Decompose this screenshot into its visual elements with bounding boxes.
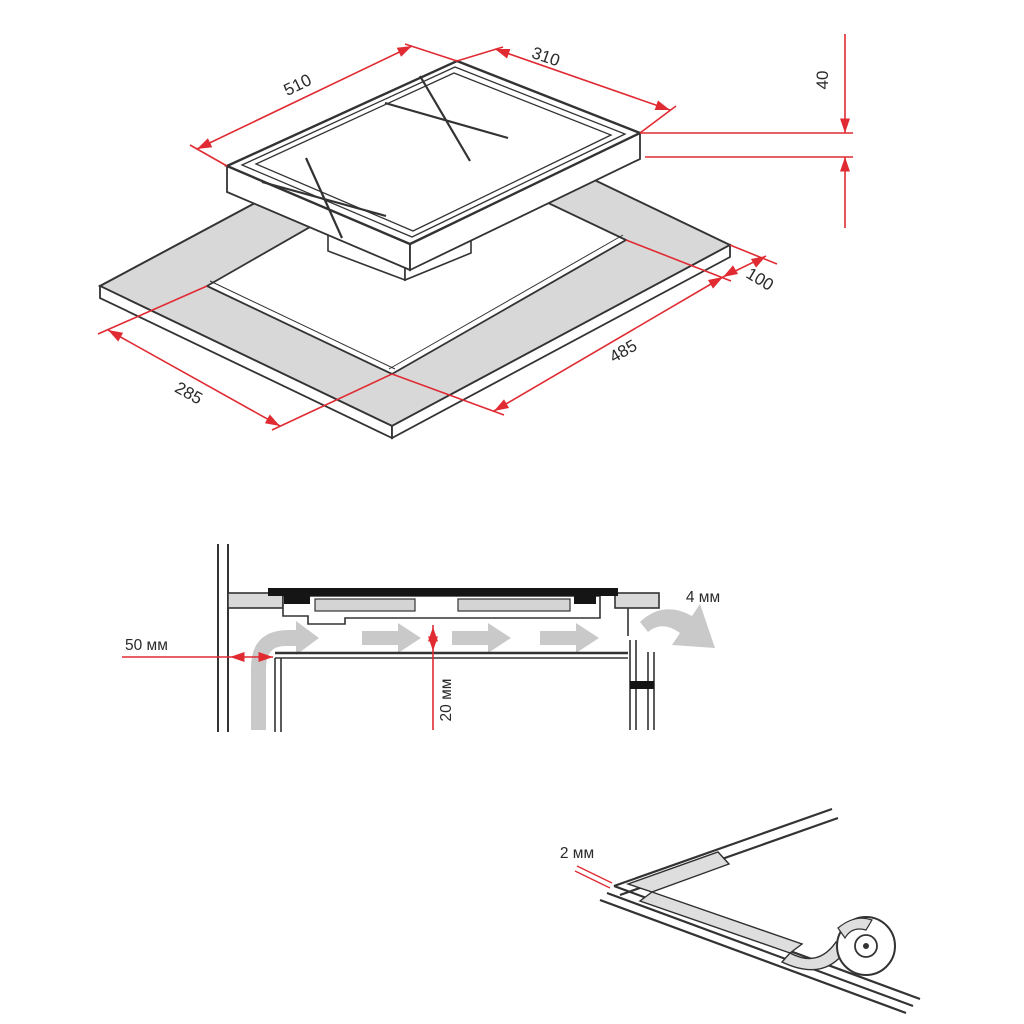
isometric-installation-view: 510 310 40 285 485: [97, 34, 853, 440]
dim-label-100: 100: [743, 264, 777, 295]
dim-label-485: 485: [606, 336, 640, 367]
airflow-arrow: [540, 623, 599, 653]
burner-cross-left: [261, 157, 387, 239]
dimension-40: 40: [640, 34, 853, 228]
airflow-bent-arrow: [251, 621, 319, 730]
arrowhead: [840, 157, 850, 172]
panel-bracket: [630, 681, 654, 689]
arrowhead: [105, 325, 124, 342]
seal-tape-upper-leg: [625, 851, 731, 893]
arrowhead: [720, 265, 739, 282]
label-bottom-clearance: 20 мм: [438, 679, 455, 722]
burner-box-left: [314, 598, 416, 612]
label-rear-gap: 4 мм: [686, 589, 720, 606]
arrowhead: [428, 636, 438, 651]
airflow-arrow: [362, 623, 421, 653]
tape-roll: [836, 916, 896, 976]
tape-roll-nose: [837, 917, 873, 940]
arrowhead: [493, 44, 511, 59]
hob-clamp-right: [574, 596, 596, 604]
tape-roll-core: [854, 934, 878, 958]
label-wall-clearance: 50 мм: [125, 637, 168, 654]
label-seal-thickness: 2 мм: [560, 845, 594, 862]
arrowhead: [230, 652, 245, 662]
section-clearance-view: 50 мм 20 мм 4 мм: [122, 544, 720, 732]
burner-cross-right: [384, 75, 509, 162]
tape-roll-center: [863, 943, 869, 949]
burner-box-right: [457, 598, 571, 612]
hob-rim-outer: [240, 66, 627, 238]
air-exit-arrow: [640, 604, 715, 648]
dim-label-310: 310: [529, 43, 562, 70]
dimension-485: 485: [391, 239, 732, 416]
dimension-50mm: 50 мм: [122, 637, 273, 662]
arrowhead: [264, 414, 283, 431]
wall: [217, 544, 229, 732]
countertop-front-right-edge: [391, 243, 731, 440]
cabinet-side-panel: [274, 658, 282, 732]
corner-seal-detail-view: 2 мм: [560, 807, 921, 1015]
hob: [224, 59, 643, 282]
dim-label-40: 40: [813, 71, 832, 90]
arrowhead: [194, 138, 213, 154]
cutout-inner-wall-lines: [209, 234, 624, 370]
hob-section-glass: [268, 588, 618, 596]
arrowhead: [654, 100, 672, 115]
hob-rim-inner: [254, 72, 613, 232]
countertop-section-right: [614, 592, 660, 609]
dimension-2mm: 2 мм: [560, 845, 613, 889]
airflow-arrow: [452, 623, 511, 653]
dimension-20mm: 20 мм: [428, 625, 455, 730]
hob-glass-top: [224, 59, 643, 246]
arrowhead: [840, 118, 850, 133]
hob-clamp-left: [284, 596, 310, 604]
